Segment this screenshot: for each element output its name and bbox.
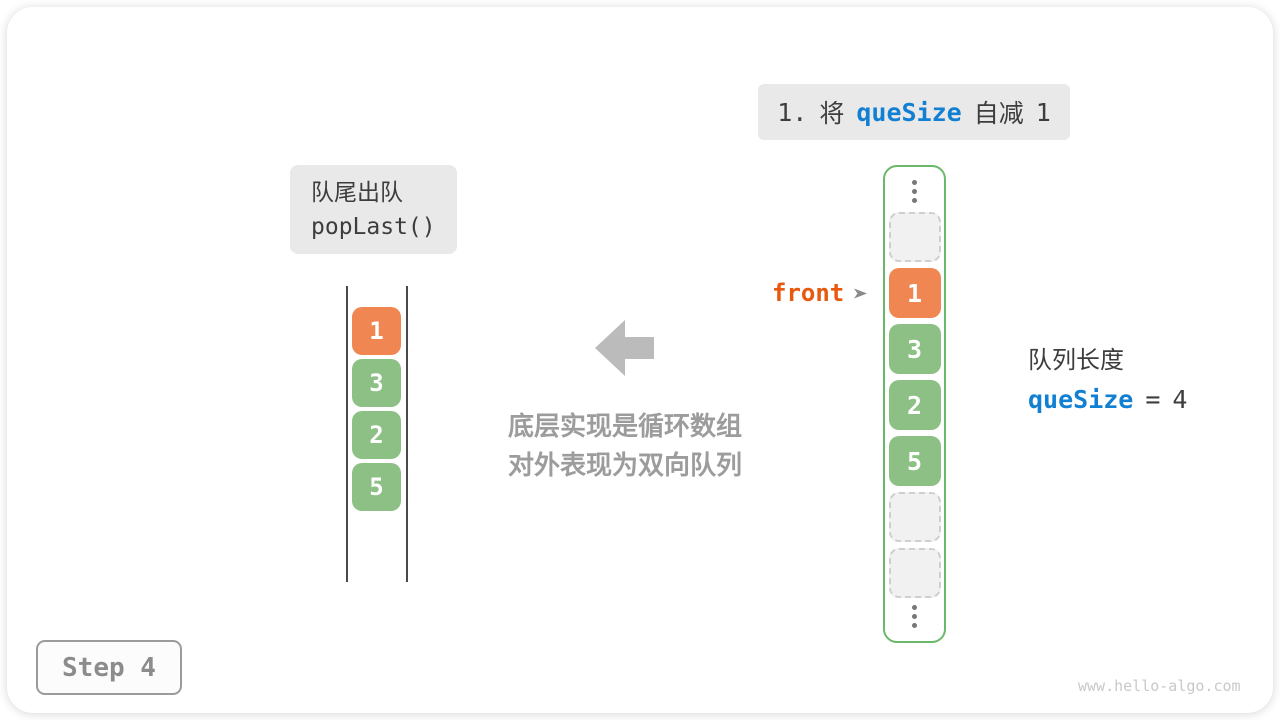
ellipsis-icon (885, 180, 944, 203)
operation-title: 队尾出队 (311, 179, 403, 206)
queue-length-value: 4 (1172, 385, 1188, 414)
queue-length-code: queSize (1028, 385, 1134, 414)
array-cell: 2 (352, 411, 401, 459)
ring-cell-front: 1 (888, 268, 941, 318)
step-indicator-label: Step 4 (62, 652, 156, 683)
step-banner-text-after: 自减 (973, 99, 1024, 128)
step-indicator: Step 4 (36, 640, 182, 695)
array-cell: 3 (352, 359, 401, 407)
ring-cell-empty (888, 212, 941, 262)
ring-cell-empty (888, 492, 941, 542)
ring-cell-empty (888, 548, 941, 598)
caption: 底层实现是循环数组 对外表现为双向队列 (490, 408, 760, 486)
front-pointer: front (772, 278, 868, 308)
watermark: www.hello-algo.com (1078, 677, 1241, 695)
queue-length-label: 队列长度 (1028, 346, 1124, 374)
caption-line2: 对外表现为双向队列 (507, 451, 742, 481)
left-arrow-icon (595, 319, 654, 381)
step-banner: 1. 将 queSize 自减 1 (758, 84, 1070, 140)
array-cell: 1 (352, 307, 401, 355)
ring-cell: 2 (888, 380, 941, 430)
ring-buffer-container: 1 3 2 5 (883, 165, 946, 643)
ring-cell: 3 (888, 324, 941, 374)
step-banner-number: 1. (777, 97, 808, 127)
queue-length-equals: = (1145, 385, 1161, 414)
front-pointer-arrow-icon (854, 288, 868, 298)
step-banner-code: queSize (856, 97, 962, 127)
array-cell: 5 (352, 463, 401, 511)
step-banner-amount: 1 (1035, 97, 1051, 127)
step-banner-text-before: 将 (819, 99, 845, 128)
front-pointer-label: front (772, 279, 845, 307)
operation-method: popLast() (311, 213, 436, 240)
queue-length: 队列长度 queSize = 4 (1028, 340, 1187, 414)
caption-line1: 底层实现是循环数组 (507, 412, 742, 442)
left-array-rail-right (406, 286, 408, 582)
ellipsis-icon (885, 605, 944, 628)
operation-box: 队尾出队 popLast() (290, 165, 457, 254)
left-array-rail-left (346, 286, 348, 582)
ring-cell: 5 (888, 436, 941, 486)
